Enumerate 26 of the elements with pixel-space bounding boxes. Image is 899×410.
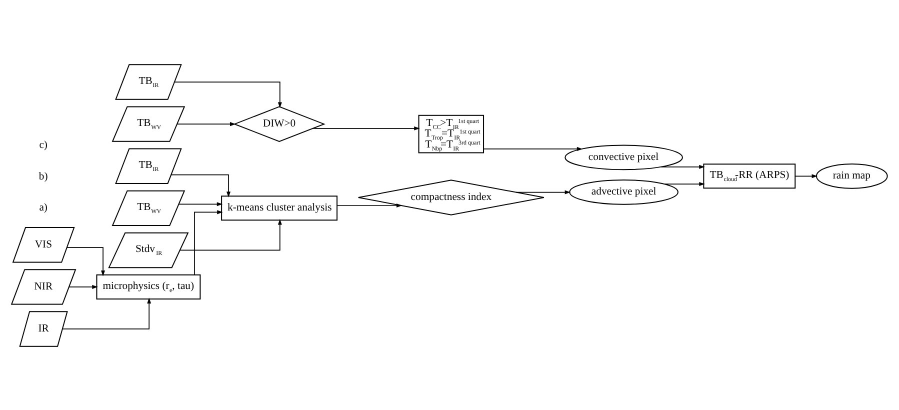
arrow: [794, 174, 818, 178]
arrow: [516, 190, 571, 194]
node-box: TB$_{cloud}$-RR (ARPS): [703, 163, 796, 188]
arrow: [170, 174, 231, 197]
arrow: [664, 182, 705, 186]
node-box: microphysics (r$_{e}$, tau): [96, 274, 201, 299]
arrow: [660, 164, 705, 168]
arrow: [62, 297, 152, 329]
arrow: [336, 202, 402, 208]
node-diamond: DIW>0: [233, 106, 326, 142]
arrow: [194, 210, 223, 275]
node-box: k-means cluster analysis: [221, 195, 338, 220]
node-diamond: compactness index: [358, 179, 544, 215]
arrow: [68, 284, 98, 288]
arrow: [178, 202, 223, 206]
label: c): [39, 138, 48, 150]
arrow: [176, 122, 236, 126]
node-ellipse: rain map: [816, 162, 888, 188]
arrow: [180, 218, 282, 250]
node-ellipse: advective pixel: [569, 178, 678, 204]
label: b): [38, 170, 48, 182]
arrow: [66, 246, 106, 276]
arrow: [174, 81, 282, 108]
arrow: [483, 146, 583, 150]
label: a): [39, 201, 48, 214]
arrow: [312, 126, 420, 130]
